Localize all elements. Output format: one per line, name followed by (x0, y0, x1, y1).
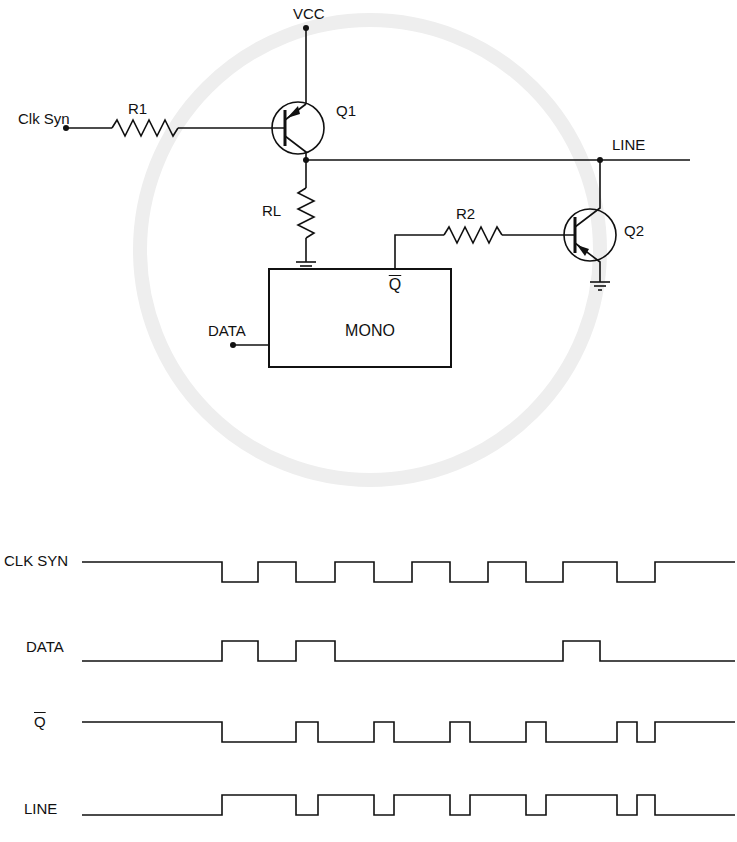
junction-dot (597, 157, 603, 163)
signal-name: Clk Syn (18, 110, 70, 128)
wire (305, 28, 307, 104)
wire (178, 127, 285, 129)
part-name: R2 (456, 205, 475, 223)
waveform (82, 795, 735, 815)
emitter-arrow (287, 106, 300, 118)
junction-dot (303, 157, 309, 163)
wire (502, 234, 575, 236)
signal-name: CLK SYN (4, 552, 68, 570)
signal-name: Q (34, 713, 46, 731)
ground-symbol (590, 282, 610, 290)
supply-label: VCC (293, 5, 325, 23)
block-name: MONO (345, 322, 395, 340)
resistor-symbol (112, 120, 178, 136)
pin-name: Q (389, 276, 401, 294)
part-name: Q1 (336, 102, 356, 120)
emitter-arrow (577, 245, 589, 256)
waveform (82, 641, 735, 661)
resistor-symbol (298, 188, 314, 238)
monostable-box: Q MONO (268, 268, 452, 368)
wire (306, 159, 690, 161)
wire (233, 344, 268, 346)
signal-name: LINE (24, 800, 57, 818)
signal-name: DATA (26, 638, 64, 656)
wire (395, 235, 444, 268)
watermark-ring (140, 20, 600, 480)
signal-name: DATA (208, 322, 246, 340)
wire (305, 160, 307, 188)
part-name: R1 (128, 100, 147, 118)
part-name: RL (262, 202, 281, 220)
waveform (82, 562, 735, 582)
transistor-emitter (575, 243, 600, 282)
wire (305, 238, 307, 262)
signal-name: LINE (612, 136, 645, 154)
waveform (82, 722, 735, 742)
terminal-dot (303, 25, 309, 31)
resistor-symbol (444, 227, 502, 243)
transistor-collector (285, 136, 306, 160)
wire (66, 127, 112, 129)
transistor-collector (575, 160, 600, 227)
part-name: Q2 (624, 222, 644, 240)
transistor-emitter (285, 104, 306, 120)
transistor-base (284, 110, 287, 146)
terminal-dot (230, 342, 236, 348)
